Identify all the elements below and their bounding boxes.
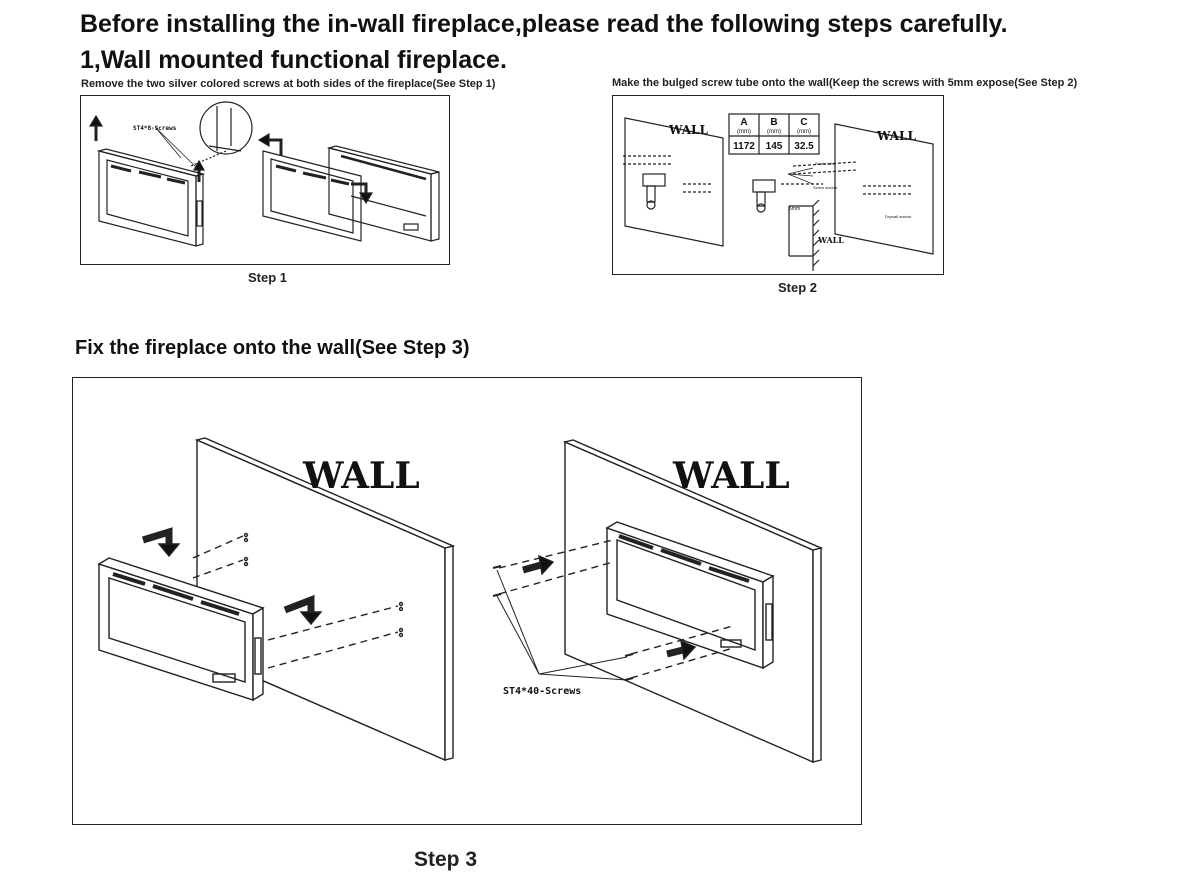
- table-header-b: B: [770, 117, 777, 128]
- step3-figure: WALL WALL ST4*40-Screws: [72, 377, 862, 825]
- table-value-c: 32.5: [794, 141, 814, 152]
- step1-label: Step 1: [248, 270, 288, 285]
- screw-icon: [243, 556, 249, 567]
- table-header-c: C: [800, 117, 807, 128]
- callout-a: Screw tube: [815, 161, 836, 166]
- bent-arrow-icon: [141, 527, 181, 558]
- table-header-a: A: [740, 117, 747, 128]
- step1-screw-label: ST4*8-Screws: [133, 125, 177, 132]
- step2-label: Step 2: [778, 280, 818, 295]
- callout-b: Screw anchor: [813, 185, 838, 190]
- fireplace-body: [326, 145, 440, 242]
- screw-icon: [398, 601, 404, 612]
- step3-wall-left-label: WALL: [302, 455, 420, 497]
- step1-figure: ST4*8-Screws: [80, 95, 450, 265]
- screw-icon: [624, 653, 634, 657]
- step1-illustration: ST4*8-Screws: [88, 101, 440, 247]
- screw-icon: [492, 593, 502, 597]
- arrow-up-icon: [192, 159, 206, 182]
- dimension-table: [728, 113, 820, 155]
- fireplace-unit-left: [97, 557, 265, 702]
- step2-wall-left-label: WALL: [668, 123, 708, 137]
- arrow-up-icon: [88, 114, 104, 141]
- step3-wall-right-label: WALL: [672, 455, 790, 497]
- step2-instruction: Make the bulged screw tube onto the wall…: [612, 77, 1078, 89]
- bent-arrow-icon: [257, 132, 283, 156]
- wall-panel-left: [194, 437, 456, 762]
- page-heading: Before installing the in-wall fireplace,…: [80, 10, 1008, 38]
- step2-figure: WALL WALL WALL A B C (mm) (mm) (mm) 1172…: [612, 95, 944, 275]
- drill-icon: [642, 173, 666, 210]
- bent-arrow-icon: [351, 182, 374, 205]
- wall-panel-right: [834, 123, 934, 255]
- step1-instruction: Remove the two silver colored screws at …: [81, 78, 496, 90]
- wall-panel-left: [624, 117, 724, 247]
- step3-illustration: WALL WALL ST4*40-Screws: [97, 437, 824, 764]
- fireplace-front-panel: [96, 148, 206, 247]
- zoom-detail: [190, 101, 253, 167]
- table-unit-b: (mm): [767, 129, 781, 135]
- table-value-a: 1172: [733, 141, 755, 152]
- table-unit-a: (mm): [737, 129, 751, 135]
- wall-section: [788, 199, 820, 271]
- step3-screw-label: ST4*40-Screws: [503, 686, 581, 697]
- drill-icon: [752, 179, 776, 213]
- table-unit-c: (mm): [797, 129, 811, 135]
- step2-wall-right-label: WALL: [876, 129, 916, 143]
- callout-c: Drywall anchor: [885, 214, 912, 219]
- step2-wall-small-label: WALL: [817, 235, 844, 245]
- screw-icon: [492, 565, 502, 569]
- bent-arrow-icon: [283, 594, 323, 626]
- step2-illustration: WALL WALL WALL A B C (mm) (mm) (mm) 1172…: [623, 113, 934, 271]
- fireplace-unit-right: [605, 521, 775, 670]
- screw-icon: [243, 532, 249, 543]
- arrow-right-icon: [522, 554, 555, 576]
- fireplace-panel-removed: [262, 150, 362, 242]
- section-subheading: 1,Wall mounted functional fireplace.: [80, 46, 507, 74]
- screw-icon: [398, 627, 404, 638]
- arrow-right-icon: [666, 639, 697, 661]
- table-value-b: 145: [766, 141, 783, 152]
- step3-label: Step 3: [414, 848, 478, 871]
- section-title: Fix the fireplace onto the wall(See Step…: [75, 337, 470, 359]
- dimension-label: 5mm: [789, 206, 800, 212]
